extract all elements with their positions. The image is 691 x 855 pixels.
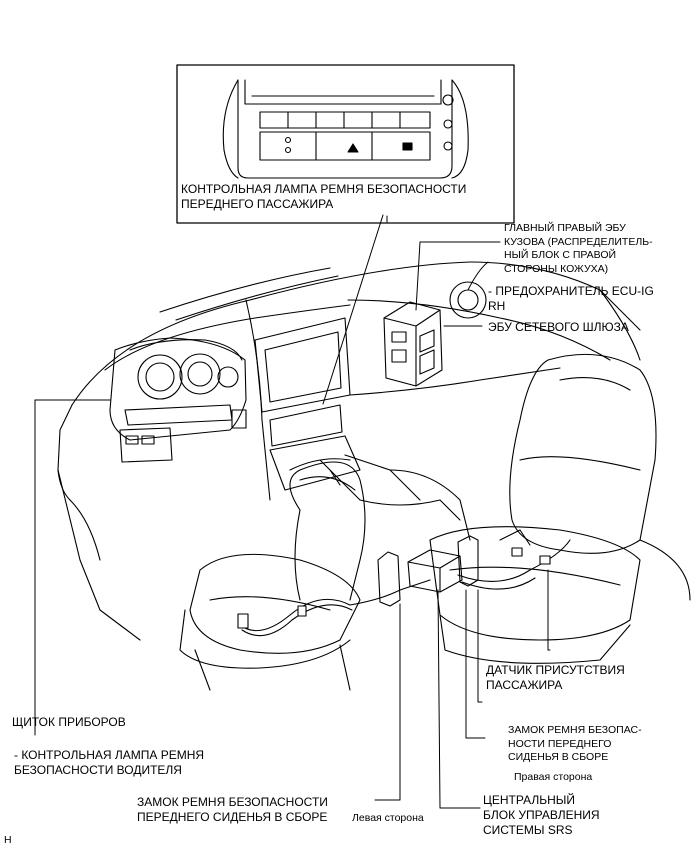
corner-mark: H bbox=[4, 834, 12, 846]
left-buckle-label: ЗАМОК РЕМНЯ БЕЗОПАСНОСТИ ПЕРЕДНЕГО СИДЕН… bbox=[137, 795, 328, 824]
gateway-ecu-shape bbox=[383, 301, 443, 387]
leader-lines bbox=[34, 214, 551, 809]
dashboard-outline bbox=[57, 261, 641, 641]
gateway-ecu-label: ЭБУ СЕТЕВОГО ШЛЮЗА bbox=[488, 320, 629, 334]
driver-seat bbox=[179, 461, 366, 691]
right-side-label: Правая сторона bbox=[514, 771, 593, 783]
right-buckle-label: ЗАМОК РЕМНЯ БЕЗОПАС- НОСТИ ПЕРЕДНЕГО СИД… bbox=[508, 724, 642, 763]
combination-meter-label: ЩИТОК ПРИБОРОВ bbox=[12, 715, 126, 729]
center-console bbox=[329, 454, 471, 541]
passenger-lamp-label: КОНТРОЛЬНАЯ ЛАМПА РЕМНЯ БЕЗОПАСНОСТИ ПЕР… bbox=[181, 182, 467, 211]
passenger-seat bbox=[429, 353, 691, 664]
inset-panel bbox=[176, 64, 515, 224]
srs-unit-shape bbox=[407, 549, 463, 593]
left-side-label: Левая сторона bbox=[352, 812, 424, 824]
srs-unit-label: ЦЕНТРАЛЬНЫЙ БЛОК УПРАВЛЕНИЯ СИСТЕМЫ SRS bbox=[483, 793, 600, 837]
fuse-ecu-ig-label: - ПРЕДОХРАНИТЕЛЬ ECU-IG RH bbox=[488, 284, 654, 313]
driver-lamp-label: - КОНТРОЛЬНАЯ ЛАМПА РЕМНЯ БЕЗОПАСНОСТИ В… bbox=[14, 748, 205, 777]
main-body-ecu-label: ГЛАВНЫЙ ПРАВЫЙ ЭБУ КУЗОВА (РАСПРЕДЕЛИТЕЛ… bbox=[504, 222, 653, 275]
occupant-sensor-label: ДАТЧИК ПРИСУТСТВИЯ ПАССАЖИРА bbox=[486, 663, 625, 692]
buckles bbox=[377, 535, 479, 607]
wire-harness bbox=[237, 529, 571, 637]
